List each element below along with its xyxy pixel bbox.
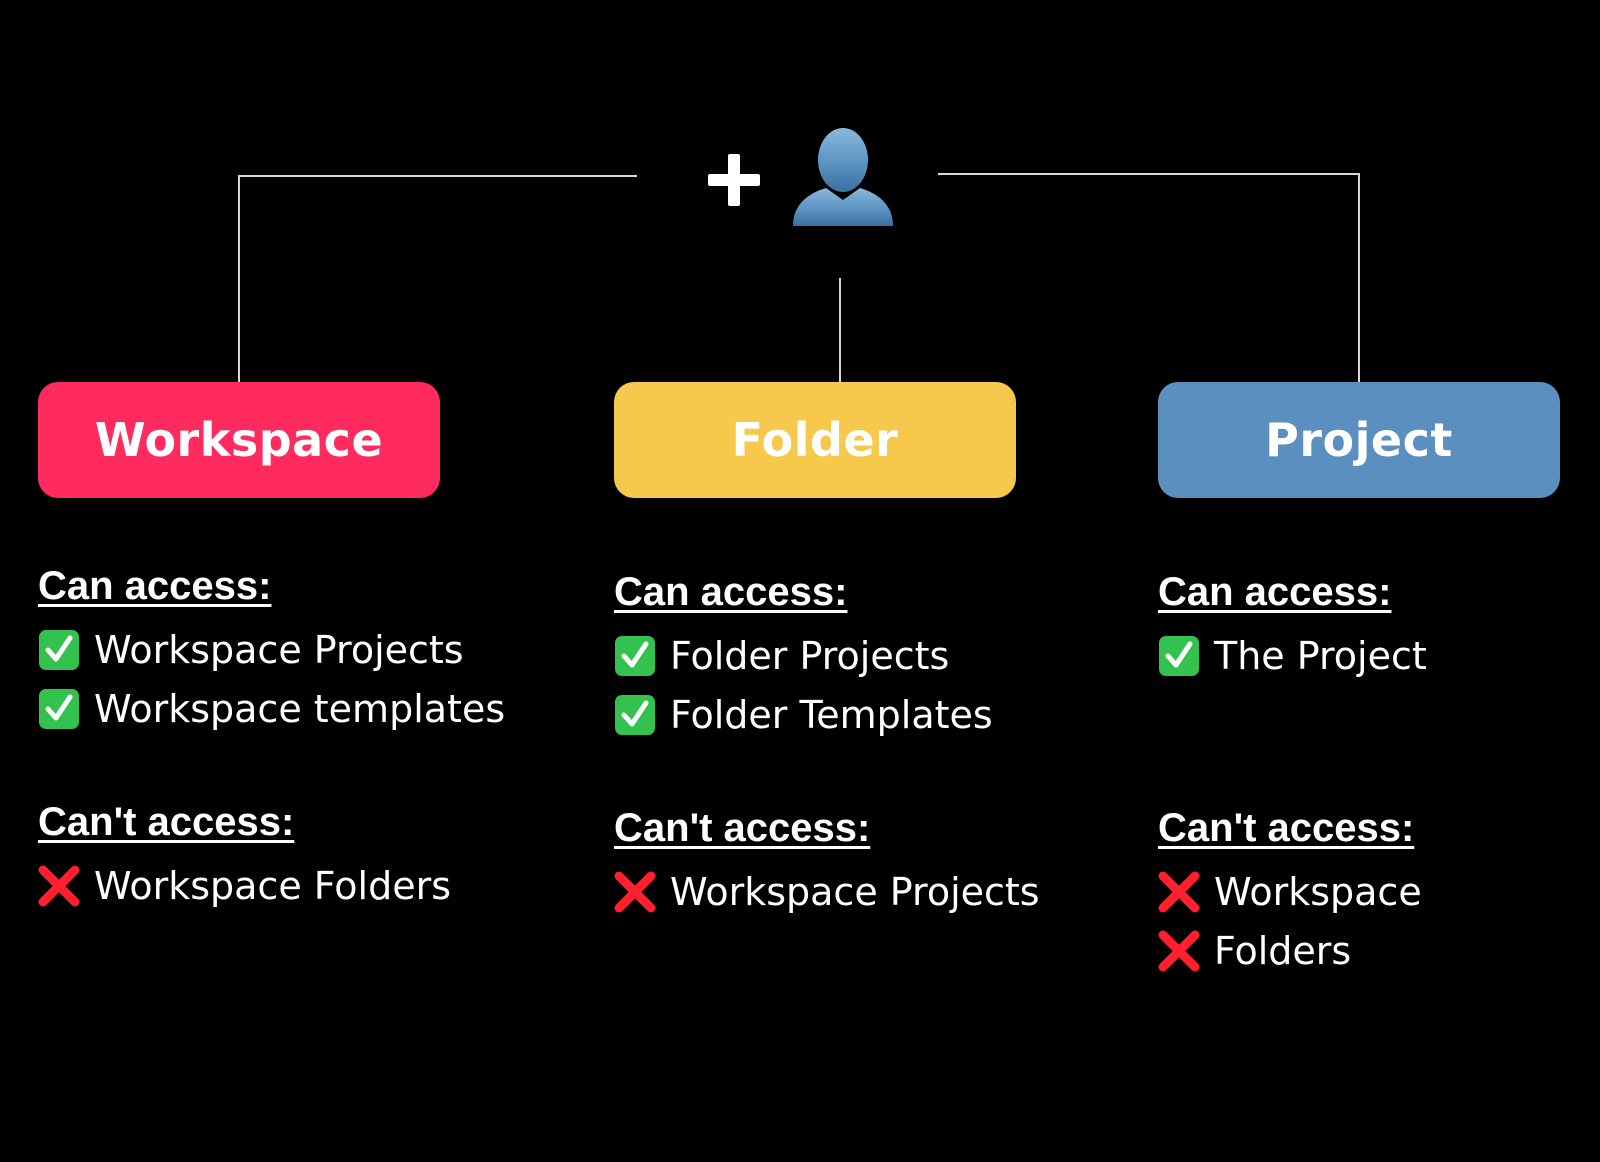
can-access-list: Folder Projects Folder Templates [614,626,1074,744]
list-item: Workspace Folders [38,856,498,915]
user-icon [793,128,893,226]
item-label: Workspace Projects [94,627,464,672]
cross-icon [1158,930,1200,972]
item-label: Workspace Folders [94,863,452,908]
can-access-heading: Can access: [38,564,272,608]
can-access-heading: Can access: [614,570,848,614]
list-item: Workspace Projects [38,620,498,679]
cant-access-list: Workspace Folders [1158,862,1600,980]
can-access-list: Workspace Projects Workspace templates [38,620,505,738]
connector-project [938,173,1360,382]
list-item: Workspace templates [38,679,505,738]
project-cant-access: Can't access: Workspace Folders [1158,804,1600,980]
list-item: Folder Projects [614,626,1074,685]
folder-cant-access: Can't access: Workspace Projects [614,804,1074,921]
check-icon [614,635,656,677]
cant-access-heading: Can't access: [38,800,295,844]
can-access-heading: Can access: [1158,570,1392,614]
list-item: The Project [1158,626,1600,685]
list-item: Workspace Projects [614,862,1074,921]
cant-access-list: Workspace Folders [38,856,498,915]
item-label: The Project [1214,633,1427,678]
can-access-list: The Project [1158,626,1600,685]
check-icon [38,629,80,671]
item-label: Workspace [1214,869,1422,914]
cross-icon [614,871,656,913]
list-item: Folder Templates [614,685,1074,744]
connector-workspace [238,175,637,382]
cant-access-heading: Can't access: [614,806,871,850]
folder-title: Folder [731,413,899,467]
check-icon [38,688,80,730]
cross-icon [38,865,80,907]
project-title: Project [1265,413,1453,467]
plus-icon [708,154,760,206]
folder-box: Folder [614,382,1016,498]
workspace-cant-access: Can't access: Workspace Folders [38,798,498,915]
check-icon [614,694,656,736]
workspace-can-access: Can access: Workspace Projects Workspace… [38,562,505,738]
workspace-title: Workspace [94,413,384,467]
item-label: Workspace Projects [670,869,1040,914]
cross-icon [1158,871,1200,913]
cant-access-list: Workspace Projects [614,862,1074,921]
project-box: Project [1158,382,1560,498]
item-label: Workspace templates [94,686,506,731]
project-can-access: Can access: The Project [1158,568,1600,685]
item-label: Folder Projects [670,633,950,678]
cant-access-heading: Can't access: [1158,806,1415,850]
item-label: Folder Templates [670,692,993,737]
workspace-box: Workspace [38,382,440,498]
folder-can-access: Can access: Folder Projects Folder Templ… [614,568,1074,744]
item-label: Folders [1214,928,1352,973]
list-item: Workspace [1158,862,1600,921]
list-item: Folders [1158,921,1600,980]
check-icon [1158,635,1200,677]
